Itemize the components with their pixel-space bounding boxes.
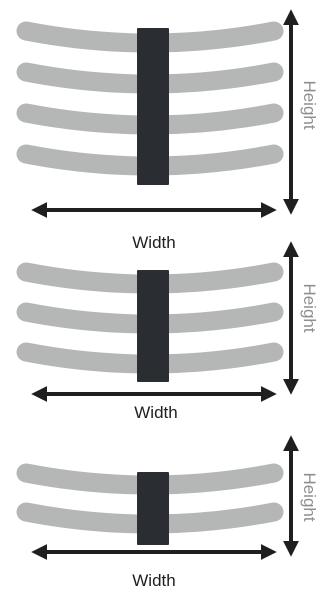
stack-group-1: Width Height [16,9,319,252]
width-label: Width [132,571,175,590]
height-label: Height [300,283,319,332]
stack-group-2: Width Height [16,241,319,422]
stack-group-3: Width Height [16,435,319,590]
height-label: Height [300,472,319,521]
center-bar [137,270,169,382]
center-bar [137,472,169,545]
width-label: Width [134,403,177,422]
height-label: Height [300,80,319,129]
width-label: Width [132,233,175,252]
center-bar [137,28,169,185]
